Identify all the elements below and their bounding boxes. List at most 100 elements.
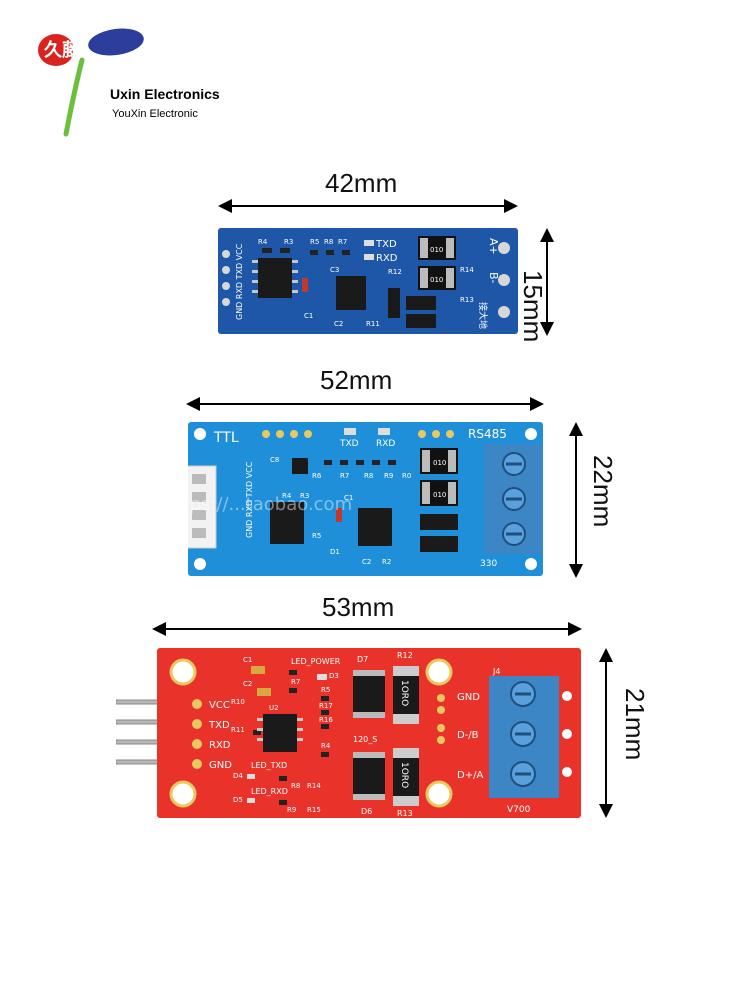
- board1-jk-1-label: 010: [430, 246, 443, 254]
- board3-j4-label: J4: [492, 667, 500, 676]
- board3-ref-c2: C2: [243, 680, 252, 688]
- board3-width-label: 53mm: [322, 592, 395, 622]
- board3-txd-label: TXD: [208, 720, 230, 731]
- logo-red-leaf: [38, 34, 74, 66]
- board1-led-rxd: [364, 254, 374, 260]
- logo-blue-leaf: [88, 28, 144, 56]
- brand-subtitle: YouXin Electronic: [112, 108, 198, 120]
- logo-green-stem: [63, 57, 85, 137]
- board1-ref-c1: C1: [304, 312, 313, 320]
- board1-diode-3: [406, 314, 436, 328]
- board3-ref-d4: D4: [233, 772, 243, 780]
- board3-diode-d7: [353, 670, 385, 718]
- board2-ic-right: [358, 508, 392, 546]
- board2-led-rxd: [378, 428, 390, 435]
- board2-width-arrow: [186, 397, 544, 411]
- board1-ref-c2: C2: [334, 320, 343, 328]
- board3-led-rxd-label: LED_RXD: [251, 787, 288, 796]
- board3-pin-pads: [192, 699, 202, 769]
- brand-logo: 久藤: [38, 28, 144, 137]
- board1-resistors: [262, 248, 350, 292]
- board1-ref-r3: R3: [284, 238, 293, 246]
- board3-gnd-r-label: GND: [457, 692, 480, 703]
- board3-width-arrow: [152, 622, 582, 636]
- board1-ref-r8: R8: [324, 238, 333, 246]
- board1-ref-r4: R4: [258, 238, 268, 246]
- board3-ref-u2: U2: [269, 704, 279, 712]
- board3-ref-r4: R4: [321, 742, 331, 750]
- board2-txd-label: TXD: [339, 439, 359, 449]
- board1-height-arrow: [540, 228, 554, 336]
- board2-top-pads: [262, 430, 454, 438]
- board1-diode-1: [388, 288, 400, 318]
- board1-width-arrow: [218, 199, 518, 213]
- board1-ref-r12: R12: [388, 268, 402, 276]
- board3-right-pads: [437, 694, 445, 744]
- board3-ref-r8: R8: [291, 782, 300, 790]
- board3-led-txd-label: LED_TXD: [251, 761, 287, 770]
- logo-glyphs: 久藤: [44, 39, 81, 61]
- board2-ref-r0: R0: [402, 472, 411, 480]
- board2-jk-2-label: 010: [433, 491, 446, 499]
- board3-height-label: 21mm: [620, 688, 650, 761]
- board2-ref-c1: C1: [344, 494, 353, 502]
- board2-diode-2: [420, 536, 458, 552]
- board3-ref-r17: R17: [319, 702, 333, 710]
- board2-ref-r8: R8: [364, 472, 373, 480]
- board2-pin-labels: GND RXD TXD VCC: [245, 461, 254, 538]
- board3-ref-r16: R16: [319, 716, 333, 724]
- board3-r13-label: R13: [397, 809, 413, 818]
- board2-led-txd: [344, 428, 356, 435]
- board2-pcb: TTL RS485 TXD RXD GND RXD TXD VCC 010 01…: [188, 422, 543, 576]
- board3-cap-c1: [251, 666, 265, 674]
- board1-width-label: 42mm: [325, 168, 398, 198]
- board3-gnd-label: GND: [209, 760, 232, 771]
- board3-vcc-label: VCC: [209, 700, 230, 711]
- board2-height-label: 22mm: [588, 455, 618, 528]
- board2-ref-r3: R3: [300, 492, 309, 500]
- board3-da-label: D+/A: [457, 770, 483, 781]
- board1-ref-c3: C3: [330, 266, 339, 274]
- board2-rs485-label: RS485: [468, 427, 507, 441]
- board2-ref-r6: R6: [312, 472, 322, 480]
- board2-ref-r2: R2: [382, 558, 391, 566]
- board1-ref-r5: R5: [310, 238, 319, 246]
- board1-gnd-cn: 接大地: [477, 302, 489, 329]
- board1-ref-r14: R14: [460, 266, 474, 274]
- board2-ref-r5: R5: [312, 532, 321, 540]
- board3-ref-c1: C1: [243, 656, 252, 664]
- board1-ic-left: [258, 258, 292, 298]
- board2-rxd-label: RXD: [376, 439, 395, 449]
- board2-ref-c8: C8: [270, 456, 279, 464]
- board3-cap-c2: [257, 688, 271, 696]
- board1-txd-label: TXD: [375, 239, 397, 250]
- board1-a-label: A+: [487, 238, 500, 255]
- board2-ref-r9: R9: [384, 472, 393, 480]
- board1-ic-right: [336, 276, 366, 310]
- board1-jk-2-label: 010: [430, 276, 443, 284]
- brand-name: Uxin Electronics: [110, 86, 220, 102]
- board3-diode-d6: [353, 752, 385, 800]
- board3-ref-r15: R15: [307, 806, 321, 814]
- board2-ref-d1: D1: [330, 548, 340, 556]
- board2-ref-r7: R7: [340, 472, 349, 480]
- board3-db-label: D-/B: [457, 730, 479, 741]
- board3-smd-small: [247, 670, 329, 805]
- board2-ref-c2: C2: [362, 558, 371, 566]
- board3-ref-d3: D3: [329, 672, 339, 680]
- board2-jk-1-label: 010: [433, 459, 446, 467]
- board1-diode-2: [406, 296, 436, 310]
- board3-led-power-label: LED_POWER: [291, 657, 341, 666]
- board3-ref-r10: R10: [231, 698, 245, 706]
- board1-led-txd: [364, 240, 374, 246]
- board2-ref-r4: R4: [282, 492, 292, 500]
- board3-ref-r14: R14: [307, 782, 321, 790]
- board1-ab-pads: [498, 242, 510, 318]
- board1-ref-r11: R11: [366, 320, 380, 328]
- board1-ref-r13: R13: [460, 296, 474, 304]
- board2-diode-1: [420, 514, 458, 530]
- board3-v700-label: V700: [507, 805, 531, 815]
- board3-r0b-label: 1ORO: [399, 762, 409, 788]
- board3-ref-r9: R9: [287, 806, 296, 814]
- board2-resistors: [324, 460, 396, 465]
